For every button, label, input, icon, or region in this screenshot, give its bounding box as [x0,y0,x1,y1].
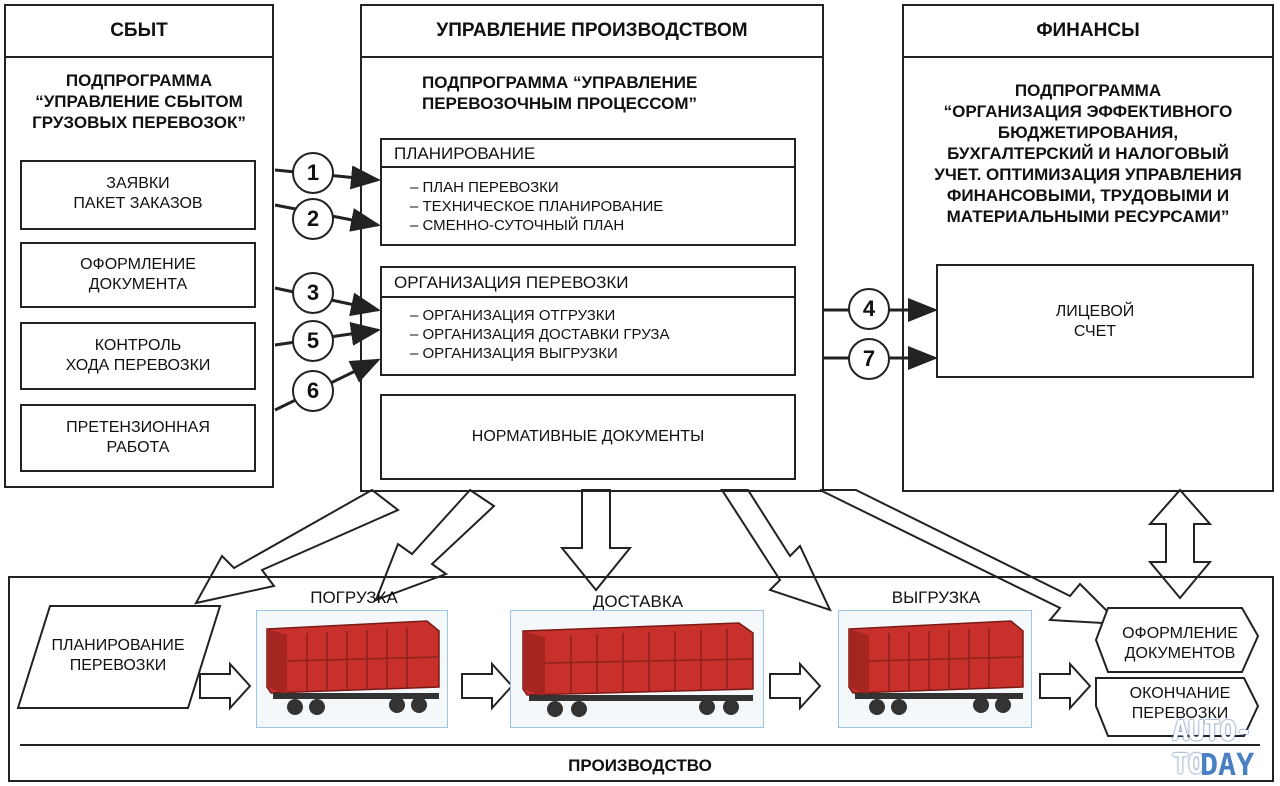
docs-line: ОФОРМЛЕНИЕ [1122,625,1238,642]
connector-2: 2 [292,198,334,240]
docs-line: ДОКУМЕНТОВ [1124,645,1236,662]
end-line: ПЕРЕВОЗКИ [1131,705,1229,722]
production-docs-text: ОФОРМЛЕНИЕ ДОКУМЕНТОВ [1104,624,1256,664]
flow-arrow-4 [1039,661,1092,711]
big-arrow-unloading [720,489,832,612]
sales-subprogram: ПОДПРОГРАММА “УПРАВЛЕНИЕ СБЫТОМ ГРУЗОВЫХ… [10,70,268,133]
item-line: КОНТРОЛЬ [94,337,182,354]
wagon-image-unloading [838,610,1032,728]
fin-subprogram-line: УЧЕТ. ОПТИМИЗАЦИЯ УПРАВЛЕНИЯ [934,165,1242,184]
big-arrow-loading [374,488,496,602]
planning-item: СМЕННО-СУТОЧНЫЙ ПЛАН [410,216,663,235]
connector-7: 7 [848,338,890,380]
account-line: ЛИЦЕВОЙ [1055,303,1135,320]
production-mgmt-header: УПРАВЛЕНИЕ ПРОИЗВОДСТВОМ [360,4,824,58]
item-line: ЗАЯВКИ [106,175,170,192]
production-mgmt-panel [360,56,824,492]
connector-1: 1 [292,152,334,194]
item-line: ПРЕТЕНЗИОННАЯ [66,419,210,436]
connector-3: 3 [292,272,334,314]
freight-car-icon [522,622,754,717]
finance-panel [902,56,1274,492]
sales-item-orders: ЗАЯВКИ ПАКЕТ ЗАКАЗОВ [20,160,256,230]
sales-header: СБЫТ [4,4,274,58]
production-planning-text: ПЛАНИРОВАНИЕ ПЕРЕВОЗКИ [30,636,206,676]
planning-item: ТЕХНИЧЕСКОЕ ПЛАНИРОВАНИЕ [410,197,664,216]
stage-label-delivery: ДОСТАВКА [592,592,684,611]
planning-item: ПЛАН ПЕРЕВОЗКИ [410,178,663,197]
big-arrow-docs [819,489,1123,626]
stage-label-unloading: ВЫГРУЗКА [891,588,981,607]
pm-subprogram-line: ПЕРЕВОЗОЧНЫМ ПРОЦЕССОМ” [422,94,698,113]
freight-car-icon [266,620,440,715]
sales-item-document: ОФОРМЛЕНИЕ ДОКУМЕНТА [20,242,256,308]
organization-list: ОРГАНИЗАЦИЯ ОТГРУЗКИ ОРГАНИЗАЦИЯ ДОСТАВК… [410,306,670,363]
fin-subprogram-line: “ОРГАНИЗАЦИЯ ЭФФЕКТИВНОГО [943,102,1233,121]
wagon-image-delivery [510,610,764,728]
flow-arrows [199,661,1092,711]
item-line: РАБОТА [106,439,170,456]
sales-subprogram-line: “УПРАВЛЕНИЕ СБЫТОМ [35,92,243,111]
watermark-top: AUTO-TO [1172,714,1252,780]
freight-car-icon [848,620,1024,715]
fin-subprogram-line: ПОДПРОГРАММА [1014,81,1162,100]
item-line: ДОКУМЕНТА [88,276,188,293]
double-arrow-finance-docs [1147,488,1213,600]
organization-item: ОРГАНИЗАЦИЯ ОТГРУЗКИ [410,306,669,325]
wagon-image-loading [256,610,448,728]
big-down-arrows [194,488,1213,626]
finance-header: ФИНАНСЫ [902,4,1274,58]
connector-6: 6 [292,370,334,412]
production-panel [8,576,1274,782]
connector-5: 5 [292,320,334,362]
sales-panel [4,56,274,488]
normative-documents: НОРМАТИВНЫЕ ДОКУМЕНТЫ [380,394,796,480]
fin-subprogram-line: ФИНАНСОВЫМИ, ТРУДОВЫМИ И [946,186,1230,205]
personal-account-box: ЛИЦЕВОЙ СЧЕТ [936,264,1254,378]
organization-box: ОРГАНИЗАЦИЯ ПЕРЕВОЗКИ ОРГАНИЗАЦИЯ ОТГРУЗ… [380,266,796,376]
sales-item-control: КОНТРОЛЬ ХОДА ПЕРЕВОЗКИ [20,322,256,390]
planning-title: ПЛАНИРОВАНИЕ [382,140,794,168]
connector-4: 4 [848,288,890,330]
item-line: ОФОРМЛЕНИЕ [80,256,196,273]
item-line: ХОДА ПЕРЕВОЗКИ [65,357,211,374]
end-shape [1095,677,1260,737]
production-planning-shape [16,605,222,709]
planning-line: ПЛАНИРОВАНИЕ [51,637,185,654]
fin-subprogram-line: БЮДЖЕТИРОВАНИЯ, [997,123,1179,142]
planning-line: ПЕРЕВОЗКИ [69,657,167,674]
end-line: ОКОНЧАНИЕ [1129,685,1231,702]
fin-subprogram-line: БУХГАЛТЕРСКИЙ И НАЛОГОВЫЙ [947,144,1229,163]
fin-subprogram-line: МАТЕРИАЛЬНЫМИ РЕСУРСАМИ” [946,207,1230,226]
pm-subprogram-line: ПОДПРОГРАММА “УПРАВЛЕНИЕ [422,73,698,92]
sales-subprogram-line: ПОДПРОГРАММА [65,71,213,90]
item-line: ПАКЕТ ЗАКАЗОВ [73,195,203,212]
organization-title: ОРГАНИЗАЦИЯ ПЕРЕВОЗКИ [382,268,794,298]
planning-box: ПЛАНИРОВАНИЕ ПЛАН ПЕРЕВОЗКИ ТЕХНИЧЕСКОЕ … [380,138,796,246]
flow-arrow-1 [199,661,252,711]
production-divider [20,744,1260,746]
flow-arrow-2 [461,661,514,711]
stage-label-loading: ПОГРУЗКА [310,588,398,607]
finance-subprogram: ПОДПРОГРАММА “ОРГАНИЗАЦИЯ ЭФФЕКТИВНОГО Б… [908,80,1268,227]
big-arrow-delivery [559,489,633,592]
production-end-text: ОКОНЧАНИЕ ПЕРЕВОЗКИ [1104,684,1256,724]
docs-end-shapes [1094,607,1260,737]
sales-item-claims: ПРЕТЕНЗИОННАЯ РАБОТА [20,404,256,472]
watermark-bottom: DAY [1200,748,1255,783]
organization-item: ОРГАНИЗАЦИЯ ДОСТАВКИ ГРУЗА [410,325,670,344]
organization-item: ОРГАНИЗАЦИЯ ВЫГРУЗКИ [410,344,669,363]
docs-shape [1094,607,1260,673]
production-mgmt-subprogram: ПОДПРОГРАММА “УПРАВЛЕНИЕ ПЕРЕВОЗОЧНЫМ ПР… [368,72,788,114]
production-label: ПРОИЗВОДСТВО [568,756,712,775]
account-line: СЧЕТ [1073,323,1117,340]
big-arrow-planning [194,488,400,605]
planning-list: ПЛАН ПЕРЕВОЗКИ ТЕХНИЧЕСКОЕ ПЛАНИРОВАНИЕ … [410,178,664,235]
sales-subprogram-line: ГРУЗОВЫХ ПЕРЕВОЗОК” [32,113,246,132]
flow-arrow-3 [769,661,822,711]
